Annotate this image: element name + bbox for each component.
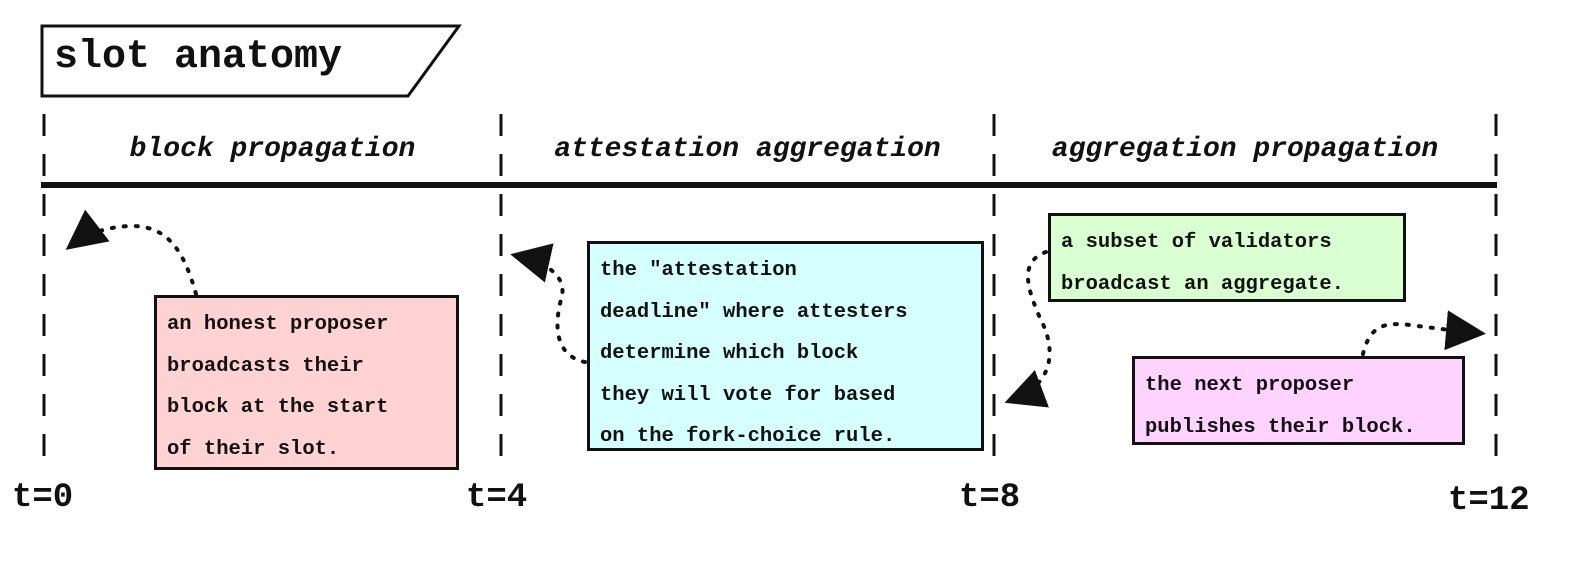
arrow-attestation-to-t4: [510, 243, 587, 364]
note-line: the next proposer: [1145, 374, 1355, 397]
note-line: the "attestation: [600, 259, 797, 282]
title-tab: [40, 24, 462, 98]
arrow-proposer-to-t0: [65, 209, 198, 296]
note-honest-proposer: an honest proposer broadcasts their bloc…: [154, 295, 459, 470]
note-line: block at the start: [167, 396, 389, 419]
phase-label-aggregation-propagation: aggregation propagation: [1051, 134, 1439, 165]
note-line: publishes their block.: [1145, 415, 1416, 439]
phase-label-block-propagation: block propagation: [129, 134, 416, 165]
note-attestation-deadline: the "attestation deadline" where atteste…: [587, 241, 984, 451]
tick-label-t12: t=12: [1448, 482, 1530, 520]
note-line: broadcasts their: [167, 354, 364, 378]
diagram-title: slot anatomy: [54, 35, 343, 80]
arrow-next-proposer-to-t12: [1361, 310, 1486, 356]
tick-label-t0: t=0: [12, 479, 74, 517]
note-line: on the fork-choice rule.: [600, 425, 896, 448]
arrow-aggregate-to-t8: [1004, 250, 1052, 408]
note-line: an honest proposer: [167, 313, 389, 336]
tick-label-t4: t=4: [466, 479, 528, 517]
note-line: deadline" where attesters: [600, 300, 908, 324]
note-line: determine which block: [600, 342, 859, 365]
note-line: a subset of validators: [1061, 231, 1332, 254]
note-next-proposer: the next proposer publishes their block.: [1132, 356, 1465, 445]
note-aggregate-broadcast: a subset of validators broadcast an aggr…: [1048, 213, 1406, 302]
note-line: broadcast an aggregate.: [1061, 272, 1344, 296]
tick-label-t8: t=8: [959, 479, 1021, 517]
note-line: they will vote for based: [600, 383, 896, 407]
note-line: of their slot.: [167, 437, 340, 461]
phase-label-attestation-aggregation: attestation aggregation: [554, 134, 941, 165]
